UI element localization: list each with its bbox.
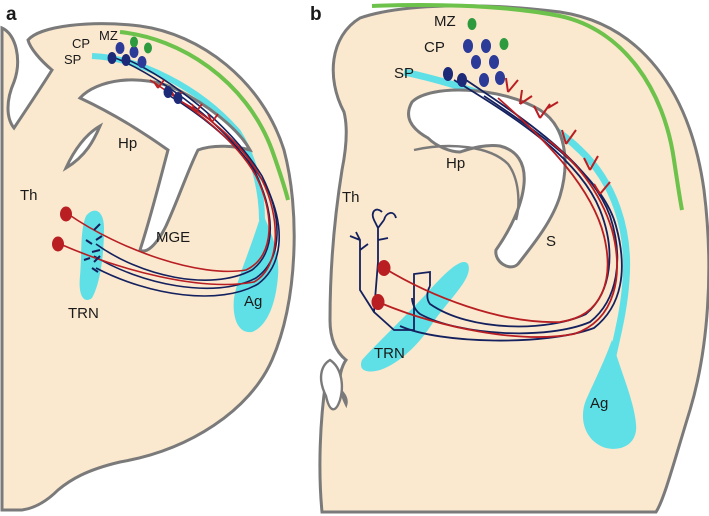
- panel-a-thalamic-cell-1: [60, 206, 72, 222]
- panel-a-deep-cell-2: [173, 92, 183, 104]
- panel-a-ventricle-notch: [62, 122, 104, 172]
- panel-a-axon-navy-2: [93, 57, 278, 290]
- panel-a-axon-red-2: [59, 101, 277, 286]
- panel-a-thalamic-cell-2: [52, 236, 64, 252]
- panel-b-cp-cell-3: [471, 55, 481, 69]
- panel-a-label-mz: MZ: [99, 28, 118, 43]
- panel-a-sp-cell-1: [107, 52, 117, 64]
- panel-b-thalamic-branches: [349, 208, 431, 331]
- panel-a-deep-cell-1: [163, 86, 173, 98]
- panel-b-label: b: [310, 4, 322, 25]
- panel-a-marginal-zone: [119, 30, 290, 201]
- panel-b-axon-red-1: [383, 97, 609, 323]
- panel-b: b MZ CP SP Hp Th S TRN Ag: [310, 3, 709, 514]
- panel-a-label-th: Th: [20, 187, 38, 204]
- panel-b-cp-cell-6: [495, 71, 505, 85]
- panel-b-amygdala-region: [582, 340, 637, 449]
- panel-a-label-cp: CP: [72, 36, 90, 51]
- panel-b-cortical-branches: [505, 77, 611, 195]
- panel-a-mz-cell-1: [130, 36, 138, 48]
- panel-b-label-ag: Ag: [590, 395, 608, 412]
- panel-a: a MZ CP SP Hp Th MGE TRN Ag: [0, 4, 296, 512]
- panel-b-marginal-zone: [371, 3, 684, 211]
- panel-b-label-mz: MZ: [434, 13, 456, 30]
- panel-b-axon-red-2: [377, 139, 618, 338]
- panel-b-sp-cell-2: [457, 73, 467, 87]
- panel-b-label-s: S: [546, 233, 556, 250]
- panel-b-ventricle: [407, 88, 567, 269]
- panel-b-label-sp: SP: [394, 65, 414, 82]
- panel-b-mz-cell-1: [467, 18, 477, 30]
- panel-b-label-th: Th: [342, 189, 360, 206]
- panel-a-label: a: [6, 4, 17, 25]
- panel-b-mz-cell-2: [499, 38, 509, 50]
- panel-a-label-ag: Ag: [244, 293, 262, 310]
- panel-b-label-hp: Hp: [446, 155, 465, 172]
- panel-a-label-hp: Hp: [118, 135, 137, 152]
- panel-b-cp-cell-4: [489, 55, 499, 69]
- panel-a-sp-cell-2: [121, 54, 131, 66]
- panel-b-sp-cell-1: [443, 67, 453, 81]
- panel-b-thalamic-cell-2: [371, 294, 385, 310]
- panel-b-cp-cell-5: [479, 73, 489, 87]
- panel-a-cp-cell-1: [115, 42, 125, 54]
- panel-a-label-trn: TRN: [68, 305, 99, 322]
- panel-b-label-cp: CP: [424, 39, 445, 56]
- panel-a-cp-cell-3: [137, 56, 147, 68]
- panel-b-hippocampal-fold: [413, 144, 520, 221]
- panel-a-cp-cell-2: [129, 46, 139, 58]
- panel-a-label-sp: SP: [64, 52, 81, 67]
- panel-b-label-trn: TRN: [374, 345, 405, 362]
- panel-b-cp-cell-2: [481, 39, 491, 53]
- panel-b-midline-notch: [319, 358, 344, 411]
- panel-a-subplate-band: [91, 53, 265, 221]
- panel-a-trn-branches: [83, 223, 103, 273]
- panel-a-mz-cell-2: [144, 42, 152, 54]
- panel-a-label-mge: MGE: [156, 229, 190, 246]
- panel-b-cp-cell-1: [463, 39, 473, 53]
- panel-b-trn-region: [360, 262, 469, 372]
- panel-a-axon-red-1: [67, 79, 270, 273]
- panel-b-thalamic-cell-1: [377, 260, 391, 276]
